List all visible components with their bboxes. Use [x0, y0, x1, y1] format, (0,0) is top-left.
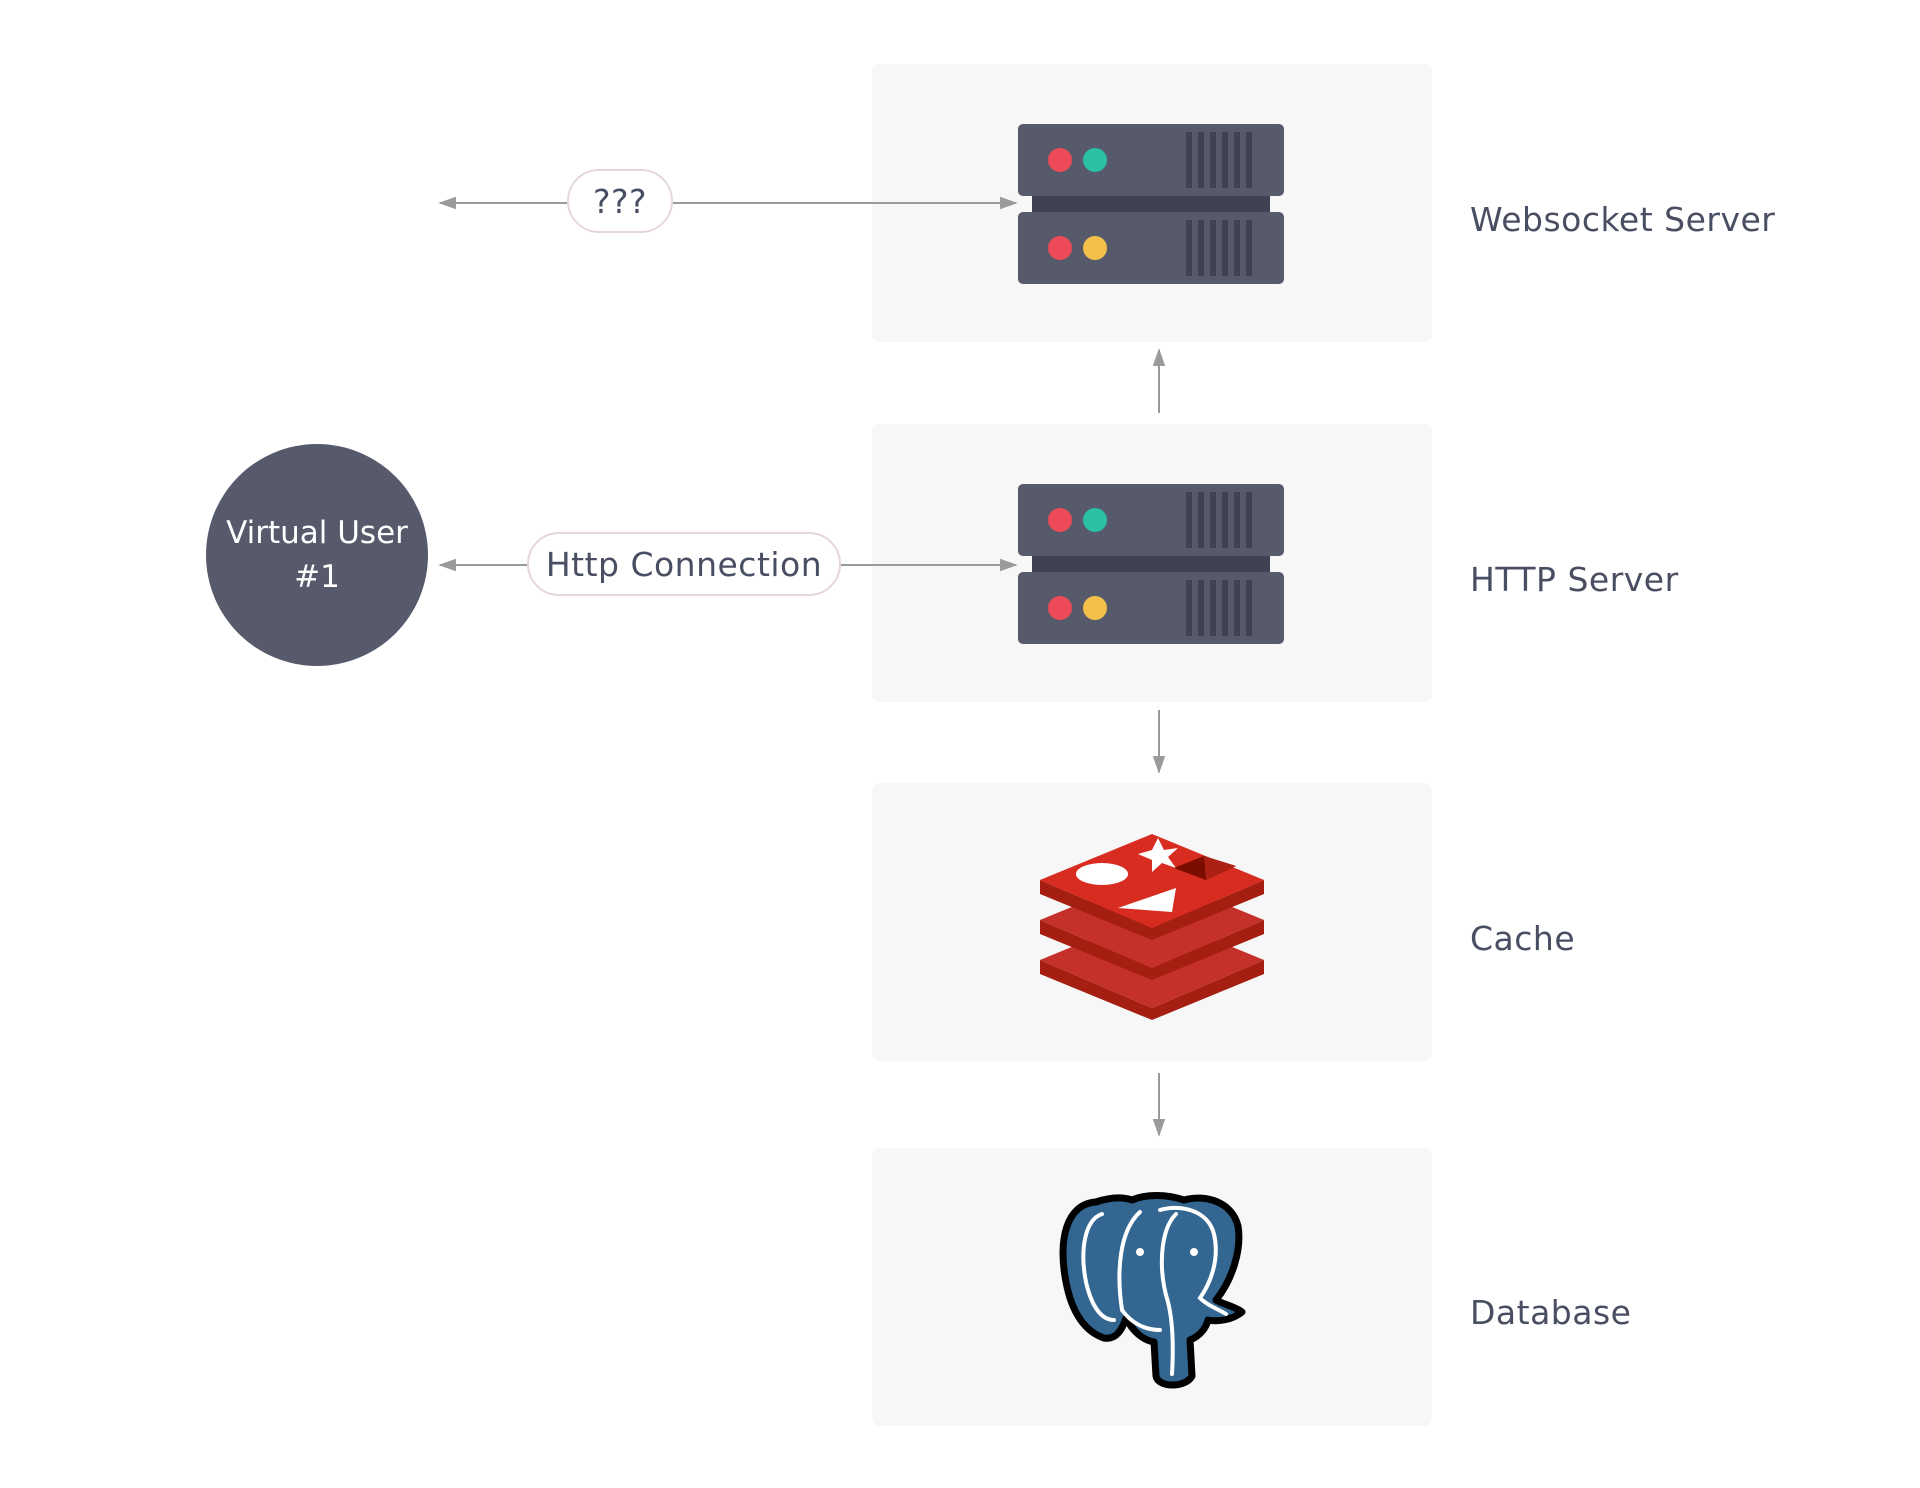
http-server-label: HTTP Server: [1470, 560, 1679, 599]
virtual-user-number: #1: [294, 559, 340, 595]
websocket-connection-pill: ???: [567, 169, 673, 233]
redis-icon: [1040, 834, 1264, 1020]
websocket-server-label: Websocket Server: [1470, 200, 1776, 239]
server-icon: [1018, 484, 1284, 644]
virtual-user-name: Virtual User: [226, 515, 408, 551]
server-icon: [1018, 124, 1284, 284]
http-connection-pill: Http Connection: [527, 532, 841, 596]
cache-label: Cache: [1470, 919, 1576, 958]
virtual-user-node: Virtual User #1: [206, 444, 428, 666]
database-label: Database: [1470, 1293, 1632, 1332]
postgresql-elephant-icon: [1059, 1192, 1246, 1389]
